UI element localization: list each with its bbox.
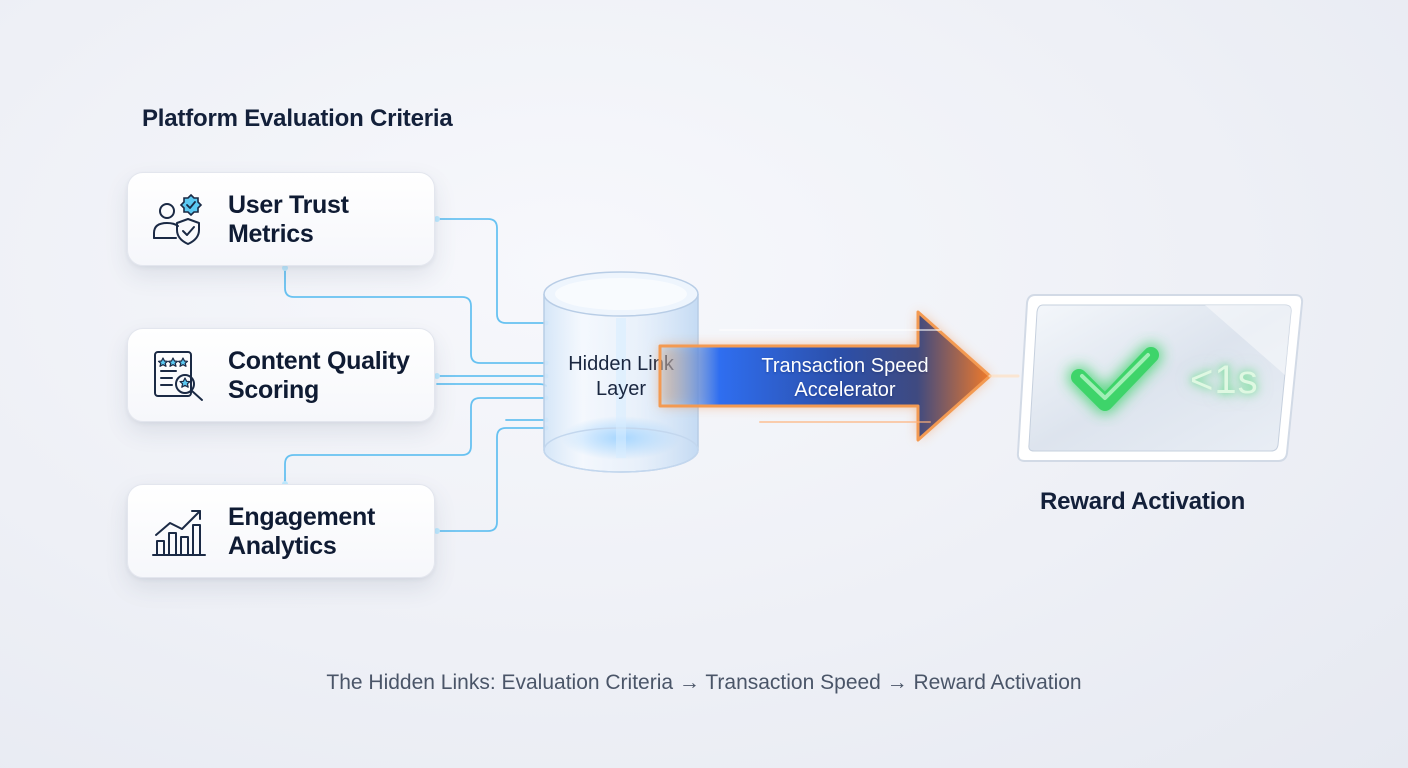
user-shield-icon	[153, 193, 203, 245]
glass-cylinder-icon	[543, 271, 699, 473]
reward-title: Reward Activation	[1040, 488, 1246, 515]
hidden-link-label: Hidden Link Layer	[568, 353, 674, 400]
accelerator-label: Transaction Speed Accelerator	[761, 355, 929, 401]
reward-panel	[1016, 294, 1304, 462]
bar-chart-trend-icon	[152, 510, 206, 556]
criterion-card-user-trust: User Trust Metrics	[127, 172, 435, 266]
criterion-label: User Trust Metrics	[228, 191, 349, 248]
rated-document-search-icon	[154, 351, 203, 401]
gradient-arrow-icon	[658, 310, 1020, 442]
criterion-card-engagement: Engagement Analytics	[127, 484, 435, 578]
speed-value: <1s	[1190, 358, 1259, 402]
criterion-label: Engagement Analytics	[228, 503, 376, 560]
section-title: Platform Evaluation Criteria	[142, 105, 453, 132]
criterion-card-content-quality: Content Quality Scoring	[127, 328, 435, 422]
check-mark-icon	[1068, 344, 1162, 414]
criterion-label: Content Quality Scoring	[228, 347, 410, 404]
caption: The Hidden Links: Evaluation Criteria → …	[326, 671, 1082, 694]
